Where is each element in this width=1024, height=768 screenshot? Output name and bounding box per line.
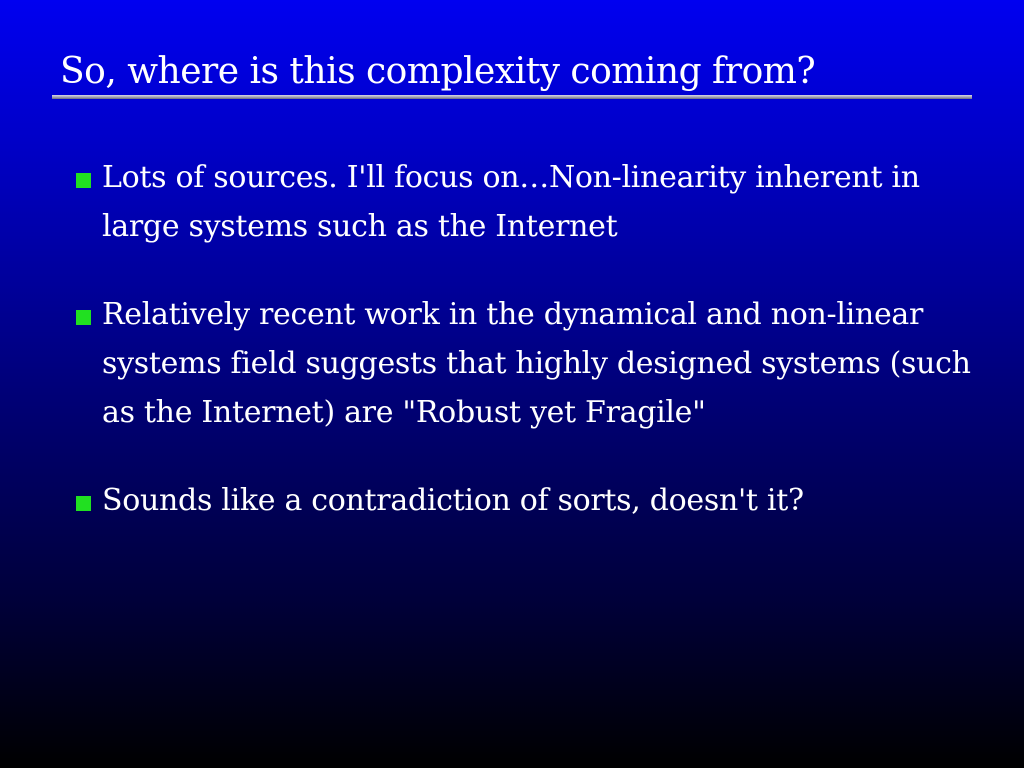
bullet-text: Lots of sources. I'll focus on…Non-linea… <box>102 160 920 244</box>
green-square-icon <box>76 173 91 188</box>
bullet-item: Lots of sources. I'll focus on…Non-linea… <box>76 153 976 251</box>
slide-title: So, where is this complexity coming from… <box>60 51 816 92</box>
bullet-text: Sounds like a contradiction of sorts, do… <box>102 483 804 518</box>
title-divider <box>52 95 972 99</box>
bullet-list: Lots of sources. I'll focus on…Non-linea… <box>76 153 976 564</box>
green-square-icon <box>76 496 91 511</box>
bullet-item: Relatively recent work in the dynamical … <box>76 290 976 437</box>
bullet-text: Relatively recent work in the dynamical … <box>102 297 971 430</box>
bullet-item: Sounds like a contradiction of sorts, do… <box>76 476 976 525</box>
green-square-icon <box>76 310 91 325</box>
